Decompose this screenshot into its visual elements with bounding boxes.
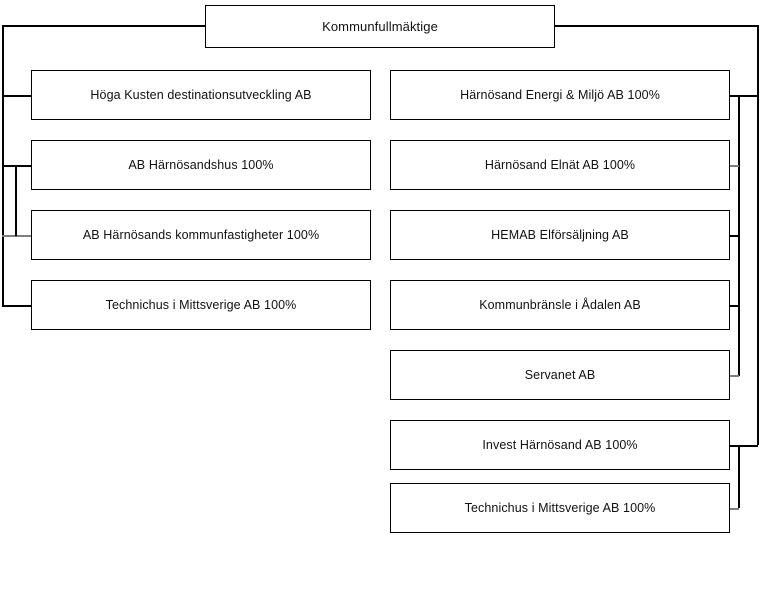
connector-left-stub-2 — [2, 165, 32, 167]
node-invest-harnosand-ab[interactable]: Invest Härnösand AB 100% — [390, 420, 730, 470]
connector-right-stub-6 — [729, 445, 739, 447]
node-label: Härnösand Energi & Miljö AB 100% — [460, 87, 660, 102]
node-ab-harnosands-kommunfastigheter[interactable]: AB Härnösands kommunfastigheter 100% — [31, 210, 371, 260]
node-label: AB Härnösandshus 100% — [128, 157, 274, 172]
node-label: Technichus i Mittsverige AB 100% — [105, 297, 297, 312]
node-harnosand-elnat-ab[interactable]: Härnösand Elnät AB 100% — [390, 140, 730, 190]
node-label: Kommunfullmäktige — [322, 18, 438, 34]
node-kommunbransle-i-adalen-ab[interactable]: Kommunbränsle i Ådalen AB — [390, 280, 730, 330]
node-technichus-i-mittsverige-ab-left[interactable]: Technichus i Mittsverige AB 100% — [31, 280, 371, 330]
node-label: HEMAB Elförsäljning AB — [491, 227, 629, 242]
connector-left-secondary-vertical — [15, 165, 17, 236]
node-ab-harnosandshus[interactable]: AB Härnösandshus 100% — [31, 140, 371, 190]
connector-left-stub-4 — [2, 305, 32, 307]
connector-right-stub-4 — [729, 305, 739, 307]
connector-root-right-horizontal — [554, 25, 758, 27]
node-label: Servanet AB — [524, 367, 596, 382]
node-hoga-kusten-destinationsutveckling-ab[interactable]: Höga Kusten destinationsutveckling AB — [31, 70, 371, 120]
connector-right-stub-1 — [729, 95, 758, 97]
node-label: Technichus i Mittsverige AB 100% — [464, 500, 656, 515]
connector-right-trunk — [757, 25, 759, 445]
node-kommunfullmaktige[interactable]: Kommunfullmäktige — [205, 5, 555, 48]
node-servanet-ab[interactable]: Servanet AB — [390, 350, 730, 400]
connector-left-stub-1 — [2, 95, 32, 97]
node-label: Höga Kusten destinationsutveckling AB — [90, 87, 312, 102]
node-label: Härnösand Elnät AB 100% — [484, 157, 636, 172]
connector-right-lower-vertical — [738, 445, 740, 508]
connector-right-lower-branch-horizontal — [738, 445, 758, 447]
node-label: Kommunbränsle i Ådalen AB — [479, 297, 641, 312]
node-hemab-elforsaljning-ab[interactable]: HEMAB Elförsäljning AB — [390, 210, 730, 260]
node-technichus-i-mittsverige-ab-right[interactable]: Technichus i Mittsverige AB 100% — [390, 483, 730, 533]
connector-right-stub-5 — [729, 375, 739, 377]
node-label: AB Härnösands kommunfastigheter 100% — [82, 227, 320, 242]
node-harnosand-energi-miljo-ab[interactable]: Härnösand Energi & Miljö AB 100% — [390, 70, 730, 120]
connector-left-stub-3 — [2, 235, 32, 237]
connector-right-stub-3 — [729, 235, 739, 237]
connector-root-left-horizontal — [2, 25, 206, 27]
node-label: Invest Härnösand AB 100% — [482, 437, 638, 452]
connector-right-stub-7 — [729, 508, 739, 510]
connector-right-stub-2 — [729, 165, 739, 167]
